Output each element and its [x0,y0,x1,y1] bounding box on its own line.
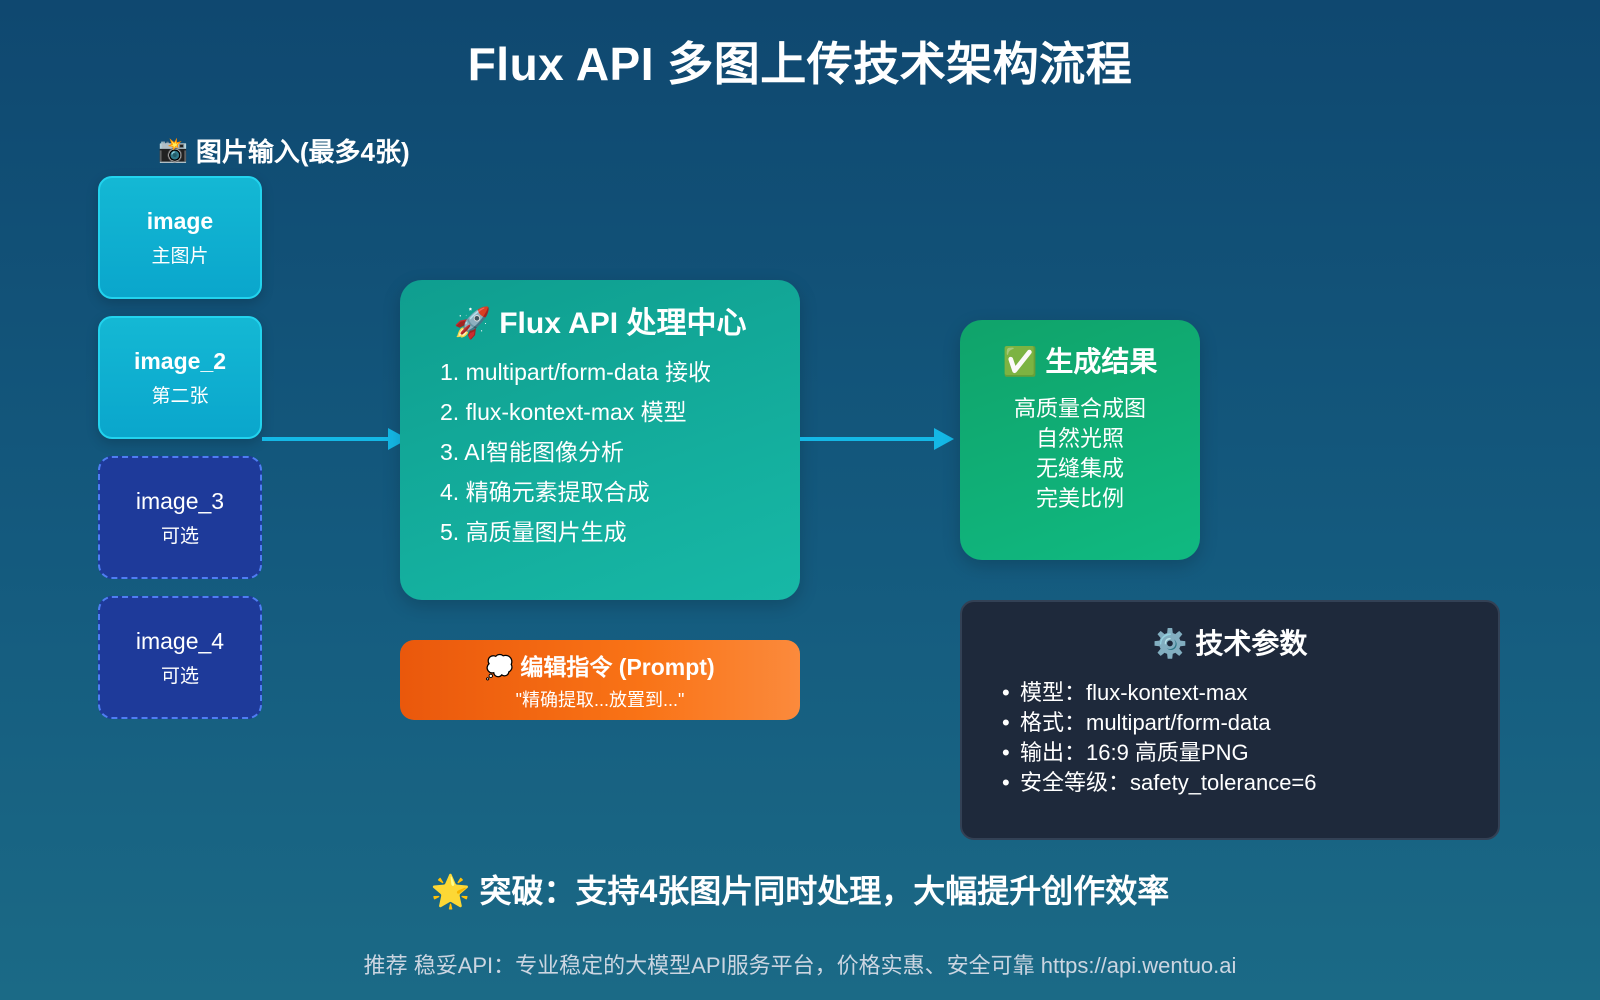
prompt-example-text: "精确提取...放置到..." [515,690,685,710]
camera-flash-icon: 📸 [158,137,188,164]
tech-param-text: 安全等级：safety_tolerance=6 [1020,770,1317,795]
check-mark-icon: ✅ [1002,346,1038,377]
processing-title: 🚀 Flux API 处理中心 [400,298,800,342]
tech-param-item: • 输出：16:9 高质量PNG [1002,738,1317,768]
highlight-text: 突破：支持4张图片同时处理，大幅提升创作效率 [479,873,1170,909]
input-image-3-box: image_3 可选 [98,456,262,579]
tech-title-label: 技术参数 [1195,628,1308,659]
result-item: 高质量合成图 [1013,396,1146,421]
result-card: ✅ 生成结果 高质量合成图 自然光照 无缝集成 完美比例 [960,320,1200,560]
tech-params-card: ⚙️ 技术参数 • 模型：flux-kontext-max • 格式：multipa… [960,600,1500,840]
tech-param-item: • 格式：multipart/form-data [1002,708,1317,738]
processing-to-result-arrowhead [934,428,954,450]
processing-step: 3. AI智能图像分析 [440,439,625,465]
tech-param-text: 格式：multipart/form-data [1020,710,1271,735]
input-image-4-name: image_4 [135,627,225,654]
processing-step: 1. multipart/form-data 接收 [440,359,711,385]
input-image-2-box: image_2 第二张 [98,316,262,439]
input-image-1-name: image [146,207,214,234]
input-image-4-sub: 可选 [160,665,199,687]
tech-params-list: • 模型：flux-kontext-max • 格式：multipart/form-… [1002,678,1317,798]
input-image-3-name: image_3 [135,487,225,514]
rocket-icon: 🚀 [453,307,491,340]
bullet-icon: • [1002,710,1010,735]
tech-param-text: 输出：16:9 高质量PNG [1020,740,1249,765]
input-image-3-sub: 可选 [160,525,199,547]
result-title: ✅ 生成结果 [960,340,1200,380]
processing-step: 2. flux-kontext-max 模型 [440,399,687,425]
result-item: 自然光照 [1035,426,1124,451]
highlight-banner: 🌟 突破：支持4张图片同时处理，大幅提升创作效率 [0,866,1600,912]
thought-bubble-icon: 💭 [485,654,515,680]
footer-recommendation: 推荐 稳妥API：专业稳定的大模型API服务平台，价格实惠、安全可靠 https… [363,953,1237,978]
input-heading-label: 图片输入(最多4张) [195,137,410,167]
input-to-processing-arrow-line [262,437,396,441]
input-image-4-box: image_4 可选 [98,596,262,719]
tech-param-item: • 模型：flux-kontext-max [1002,678,1317,708]
processing-center-card: 🚀 Flux API 处理中心 1. multipart/form-data 接… [400,280,800,600]
prompt-title: 💭 编辑指令 (Prompt) [400,648,800,682]
bullet-icon: • [1002,770,1010,795]
input-image-1-box: image 主图片 [98,176,262,299]
tech-title: ⚙️ 技术参数 [962,622,1498,662]
input-image-2-name: image_2 [133,347,227,374]
tech-param-text: 模型：flux-kontext-max [1020,680,1248,705]
prompt-title-label: 编辑指令 (Prompt) [520,654,715,680]
result-item: 无缝集成 [1035,456,1124,481]
bullet-icon: • [1002,740,1010,765]
glowing-star-icon: 🌟 [430,873,471,909]
page-title: Flux API 多图上传技术架构流程 [467,38,1133,90]
input-image-1-sub: 主图片 [151,245,209,267]
result-list: 高质量合成图 自然光照 无缝集成 完美比例 [960,394,1200,514]
processing-title-label: Flux API 处理中心 [499,307,747,340]
bullet-icon: • [1002,680,1010,705]
processing-step: 5. 高质量图片生成 [440,519,627,545]
prompt-instruction-bar: 💭 编辑指令 (Prompt) "精确提取...放置到..." [400,640,800,720]
gear-icon: ⚙️ [1152,628,1188,659]
processing-to-result-arrow-line [800,437,942,441]
result-item: 完美比例 [1035,486,1124,511]
result-title-label: 生成结果 [1045,346,1158,377]
input-image-2-sub: 第二张 [151,385,209,407]
processing-step: 4. 精确元素提取合成 [440,479,650,505]
input-section-heading: 📸 图片输入(最多4张) [158,132,410,169]
tech-param-item: • 安全等级：safety_tolerance=6 [1002,768,1317,798]
processing-step-list: 1. multipart/form-data 接收 2. flux-kontex… [440,352,711,552]
